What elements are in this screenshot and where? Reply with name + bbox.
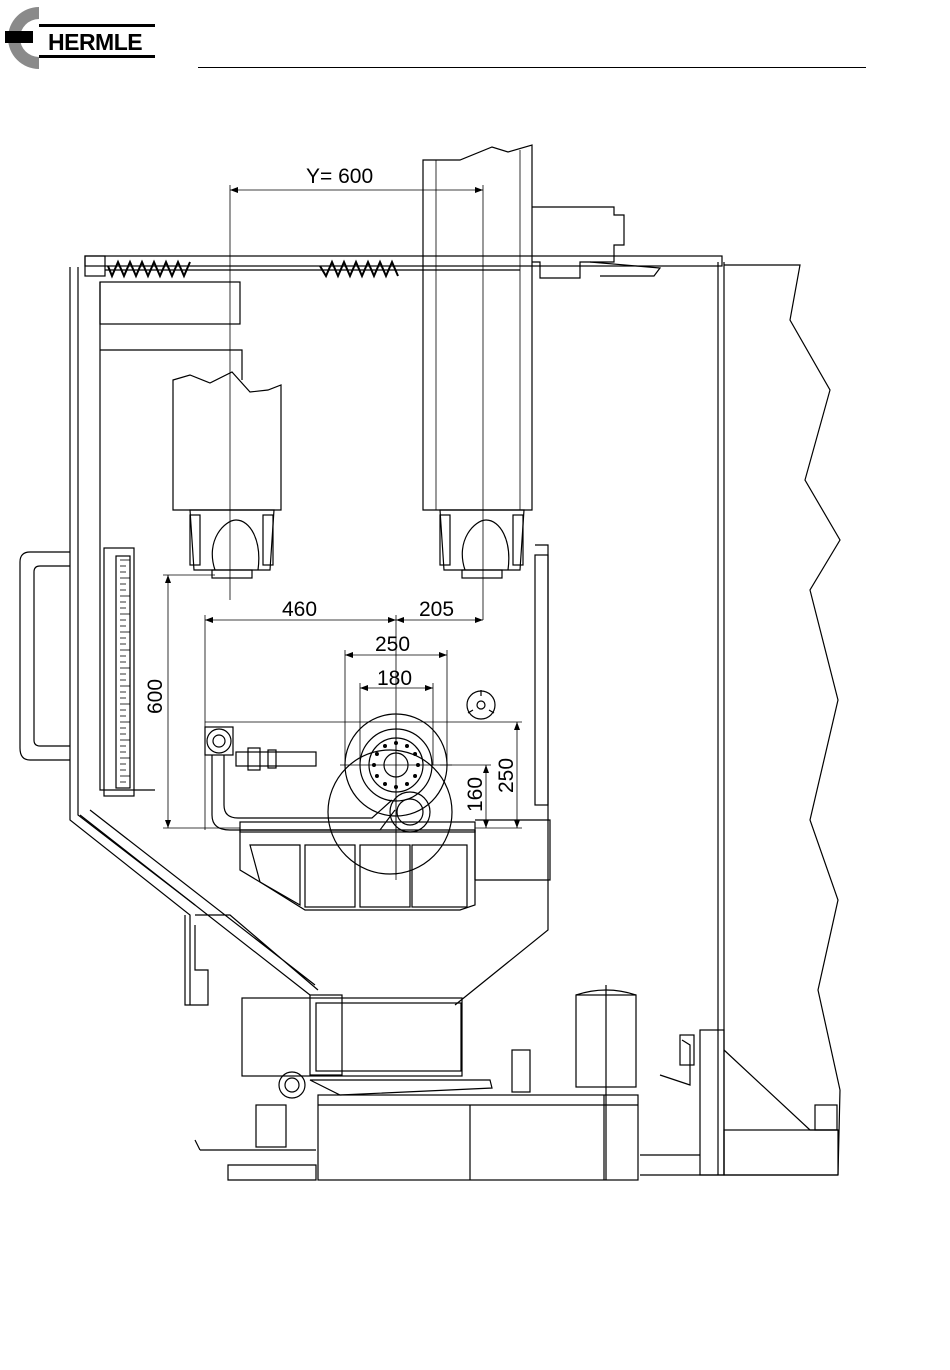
dim-offset-right: 205 (419, 598, 454, 621)
rotary-table-base (240, 820, 550, 910)
tool-magazine-symbol (467, 690, 495, 719)
dim-y-travel: Y= 600 (306, 165, 373, 188)
dim-height-total: 250 (495, 758, 518, 793)
bolt-hole (375, 752, 379, 756)
ruler-ticks (120, 560, 130, 782)
dimension-arrows (165, 187, 520, 828)
bolt-hole (413, 752, 417, 756)
door-handle[interactable] (20, 552, 70, 760)
bolt-hole (405, 744, 409, 748)
chip-chute (80, 810, 318, 995)
bolt-hole (375, 774, 379, 778)
bellows-right (320, 262, 398, 276)
break-line-right (724, 265, 840, 1175)
bolt-hole (413, 774, 417, 778)
dim-height-table: 160 (464, 777, 487, 812)
bolt-hole (405, 782, 409, 786)
dim-outer-diameter: 250 (375, 633, 410, 656)
bolt-hole (416, 763, 420, 767)
spindle-column (423, 145, 532, 510)
tool-holder-right (440, 510, 524, 578)
bolt-hole (383, 782, 387, 786)
top-rail (85, 256, 722, 266)
scale-ruler (104, 548, 134, 796)
bolt-hole (372, 763, 376, 767)
bolt-hole (383, 744, 387, 748)
dim-offset-left: 460 (282, 598, 317, 621)
conveyor-unit (195, 985, 638, 1180)
base-support-right (640, 1030, 838, 1175)
tool-holder-left (190, 510, 274, 578)
dim-vertical-travel: 600 (144, 679, 167, 714)
spindle-left (173, 372, 281, 510)
coolant-pipe (205, 727, 395, 830)
dim-inner-diameter: 180 (377, 667, 412, 690)
bellows-left (108, 262, 190, 276)
head-housing (532, 207, 624, 278)
